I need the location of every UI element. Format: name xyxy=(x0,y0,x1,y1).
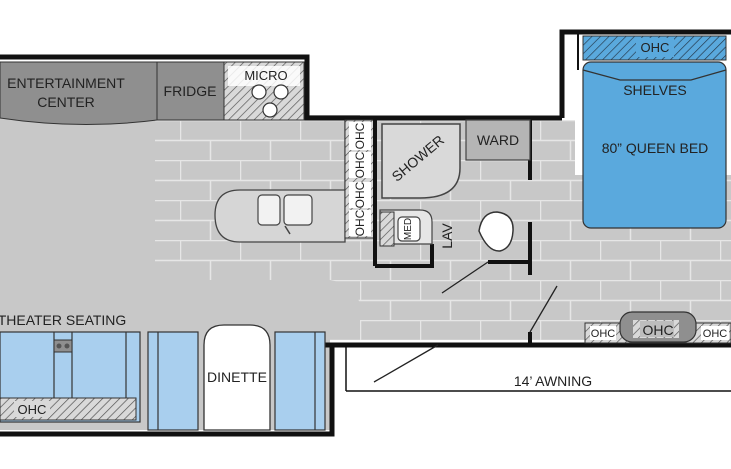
queen-bed xyxy=(582,61,727,229)
ohc-stack-label: OHC xyxy=(353,122,367,149)
med-cabinet xyxy=(379,211,395,247)
ward-label: WARD xyxy=(477,132,519,148)
sink-basin xyxy=(283,194,313,226)
queen-bed-label: 80” QUEEN BED xyxy=(602,140,709,156)
dinette-bench xyxy=(274,331,326,431)
fridge-label: FRIDGE xyxy=(164,83,217,99)
cupholder-icon xyxy=(64,343,70,349)
micro-label: MICRO xyxy=(244,68,287,83)
theater-seating: THEATER SEATING OHC xyxy=(0,312,141,423)
ohc-bottom-left-label: OHC xyxy=(591,328,616,340)
lav-label: LAV xyxy=(439,223,455,249)
shelves-label: SHELVES xyxy=(623,82,687,98)
ohc-sofa-label: OHC xyxy=(18,402,47,417)
awning: 14’ AWNING xyxy=(514,373,592,389)
dinette: DINETTE xyxy=(147,324,326,431)
cupholder-console xyxy=(53,339,73,353)
ohc-bottom-right-label: OHC xyxy=(703,328,728,340)
entertainment-center: ENTERTAINMENT CENTER xyxy=(0,61,158,126)
toilet xyxy=(478,211,514,252)
entertainment-label-1: ENTERTAINMENT xyxy=(7,75,125,91)
microwave-cooktop: MICRO xyxy=(223,61,305,121)
dinette-label: DINETTE xyxy=(207,369,267,385)
faucet-icon xyxy=(284,225,291,235)
awning-label: 14’ AWNING xyxy=(514,373,592,389)
shower: SHOWER xyxy=(381,123,461,199)
wardrobe: WARD xyxy=(465,119,531,161)
kitchen-island xyxy=(214,120,346,243)
ohc-bottom-row: OHC OHC OHC xyxy=(584,311,731,344)
ohc-stack-label: OHC xyxy=(353,209,367,236)
cupholder-icon xyxy=(56,343,62,349)
burner-icon xyxy=(251,84,267,100)
med-label: MED xyxy=(403,218,414,240)
ohc-stack-label: OHC xyxy=(353,181,367,208)
ohc-stack: OHC OHC OHC OHC xyxy=(344,119,376,239)
exterior-walls xyxy=(0,29,731,437)
sink-basin xyxy=(257,194,281,226)
pillows xyxy=(582,69,727,81)
lav-sink xyxy=(397,216,421,242)
ohc-bottom-center-label: OHC xyxy=(642,322,673,338)
burner-icon xyxy=(273,84,289,100)
bedroom: OHC SHELVES 80” QUEEN BED xyxy=(582,35,727,229)
burner-icon xyxy=(262,102,278,118)
entertainment-label-2: CENTER xyxy=(37,94,95,110)
dinette-table xyxy=(203,324,271,431)
fridge: FRIDGE xyxy=(156,61,225,121)
dinette-bench xyxy=(147,331,199,431)
lavatory: MED LAV xyxy=(379,209,455,249)
theater-seating-label: THEATER SEATING xyxy=(0,312,126,328)
ohc-stack-label: OHC xyxy=(353,151,367,178)
ohc-top-label: OHC xyxy=(641,40,670,55)
door-swings xyxy=(373,261,558,383)
